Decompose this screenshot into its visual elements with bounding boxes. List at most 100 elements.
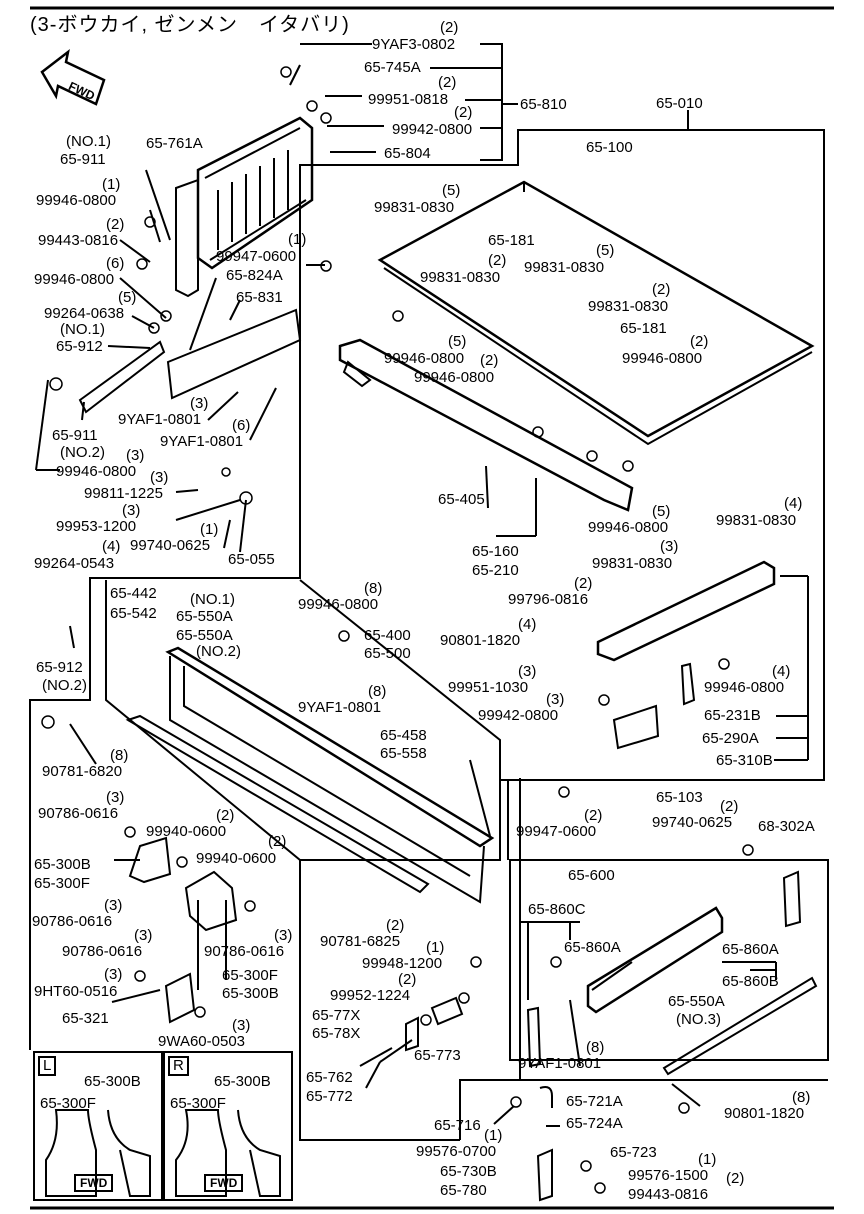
part-65-730b: 65-730B [440, 1163, 497, 1180]
qty-no2-911: (NO.2) [60, 444, 105, 461]
part-99946-c: 99946-0800 [622, 350, 703, 367]
part-65-773: 65-773 [414, 1047, 461, 1064]
part-90781-6820: 90781-6820 [42, 763, 123, 780]
qty-9yaf3-0802: (2) [440, 19, 459, 36]
part-99831-b: 99831-0830 [420, 269, 501, 286]
part-65-911-no1: 65-911 [60, 151, 106, 168]
page-title: (3-ボウカイ, ゼンメン イタバリ) [30, 14, 350, 36]
part-99946-a: 99946-0800 [36, 192, 117, 209]
part-65-181a: 65-181 [488, 232, 535, 249]
qty-99796-0816: (2) [574, 575, 593, 592]
qty-90801-1820a: (4) [518, 616, 537, 633]
part-90786-0616a: 90786-0616 [38, 805, 119, 822]
front-panel-65-761a [175, 116, 314, 298]
part-65-716: 65-716 [434, 1117, 481, 1134]
qty-99951-1030: (3) [518, 663, 537, 680]
qty-99952-1224: (2) [398, 971, 417, 988]
qty-9yaf1-0801b: (6) [232, 417, 251, 434]
qty-no1-550: (NO.1) [190, 591, 235, 608]
qty-99946-e: (2) [480, 352, 499, 369]
part-65-160: 65-160 [472, 543, 519, 560]
qty-99953-1200: (3) [122, 502, 141, 519]
tailgate-65-400 [125, 646, 495, 904]
part-99831-e: 99831-0830 [716, 512, 797, 529]
part-65-912-no2: 65-912 [36, 659, 83, 676]
qty-9ht60: (3) [104, 966, 123, 983]
rear-sill-65-310b [596, 560, 776, 750]
qty-no1-912: (NO.1) [60, 321, 105, 338]
part-65-300f-r: 65-300F [170, 1095, 226, 1112]
part-65-300b-a: 65-300B [34, 856, 91, 873]
qty-99946-f: (3) [126, 447, 145, 464]
qty-90786-0616c: (3) [134, 927, 153, 944]
part-65-831: 65-831 [236, 289, 283, 306]
part-65-860a-1: 65-860A [564, 939, 621, 956]
part-90781-6825: 90781-6825 [320, 933, 401, 950]
part-99576-0700: 99576-0700 [416, 1143, 497, 1160]
qty-99264-0638: (5) [118, 289, 137, 306]
part-65-810: 65-810 [520, 96, 567, 113]
qty-99831-a: (5) [442, 182, 461, 199]
part-65-181b: 65-181 [620, 320, 667, 337]
part-99264-0638: 99264-0638 [44, 305, 125, 322]
qty-99831-e: (4) [784, 495, 803, 512]
part-99443-0816a: 99443-0816 [38, 232, 119, 249]
part-99946-e: 99946-0800 [414, 369, 495, 386]
qty-99946-g: (5) [652, 503, 671, 520]
qty-99831-d: (2) [652, 281, 671, 298]
part-65-804: 65-804 [384, 145, 431, 162]
part-65-300b-r: 65-300B [214, 1073, 271, 1090]
part-90786-0616d: 90786-0616 [204, 943, 285, 960]
part-99831-c: 99831-0830 [524, 259, 605, 276]
part-65-100: 65-100 [586, 139, 633, 156]
part-65-103: 65-103 [656, 789, 703, 806]
part-99831-a: 99831-0830 [374, 199, 455, 216]
part-65-442: 65-442 [110, 585, 157, 602]
part-99942-0800a: 99942-0800 [392, 121, 473, 138]
part-65-300f-a: 65-300F [34, 875, 90, 892]
qty-9yaf1-0801c: (8) [368, 683, 387, 700]
part-9ht60-0516: 9HT60-0516 [34, 983, 118, 1000]
qty-99946-i: (4) [772, 663, 791, 680]
part-65-724a: 65-724A [566, 1115, 623, 1132]
part-99831-d: 99831-0830 [588, 298, 669, 315]
part-99946-d: 99946-0800 [384, 350, 465, 367]
part-99264-0543: 99264-0543 [34, 555, 115, 572]
qty-99576-1500: (1) [698, 1151, 717, 1168]
qty-99948-1200: (1) [426, 939, 445, 956]
part-99946-b: 99946-0800 [34, 271, 115, 288]
part-65-723: 65-723 [610, 1144, 657, 1161]
part-9yaf1-0801c: 9YAF1-0801 [298, 699, 382, 716]
part-99443-0816b: 99443-0816 [628, 1186, 709, 1203]
part-99940-0600b: 99940-0600 [196, 850, 277, 867]
part-65-010: 65-010 [656, 95, 703, 112]
part-65-762: 65-762 [306, 1069, 353, 1086]
part-99796-0816: 99796-0816 [508, 591, 589, 608]
part-90801-1820b: 90801-1820 [724, 1105, 805, 1122]
fwd-label-left: FWD [74, 1174, 114, 1192]
part-99946-f: 99946-0800 [56, 463, 137, 480]
part-65-745a: 65-745A [364, 59, 421, 76]
part-90801-1820a: 90801-1820 [440, 632, 521, 649]
part-65-500: 65-500 [364, 645, 411, 662]
qty-9yaf1-0801d: (8) [586, 1039, 605, 1056]
part-65-600: 65-600 [568, 867, 615, 884]
part-65-911-no2: 65-911 [52, 427, 98, 444]
qty-99831-b: (2) [488, 252, 507, 269]
part-65-300b-b: 65-300B [222, 985, 279, 1002]
part-65-300b-l: 65-300B [84, 1073, 141, 1090]
left-box-label: L [38, 1056, 57, 1076]
part-65-231b: 65-231B [704, 707, 761, 724]
part-99831-f: 99831-0830 [592, 555, 673, 572]
part-65-772: 65-772 [306, 1088, 353, 1105]
qty-99264-0543: (4) [102, 538, 121, 555]
part-65-912-no1: 65-912 [56, 338, 103, 355]
qty-90786-0616b: (3) [104, 897, 123, 914]
part-65-860b: 65-860B [722, 973, 779, 990]
part-65-550a-1: 65-550A [176, 608, 233, 625]
part-65-300f-l: 65-300F [40, 1095, 96, 1112]
qty-99942-0800a: (2) [454, 104, 473, 121]
qty-99811-1225: (3) [150, 469, 169, 486]
qty-99443-0816b: (2) [726, 1170, 745, 1187]
part-90786-0616b: 90786-0616 [32, 913, 113, 930]
